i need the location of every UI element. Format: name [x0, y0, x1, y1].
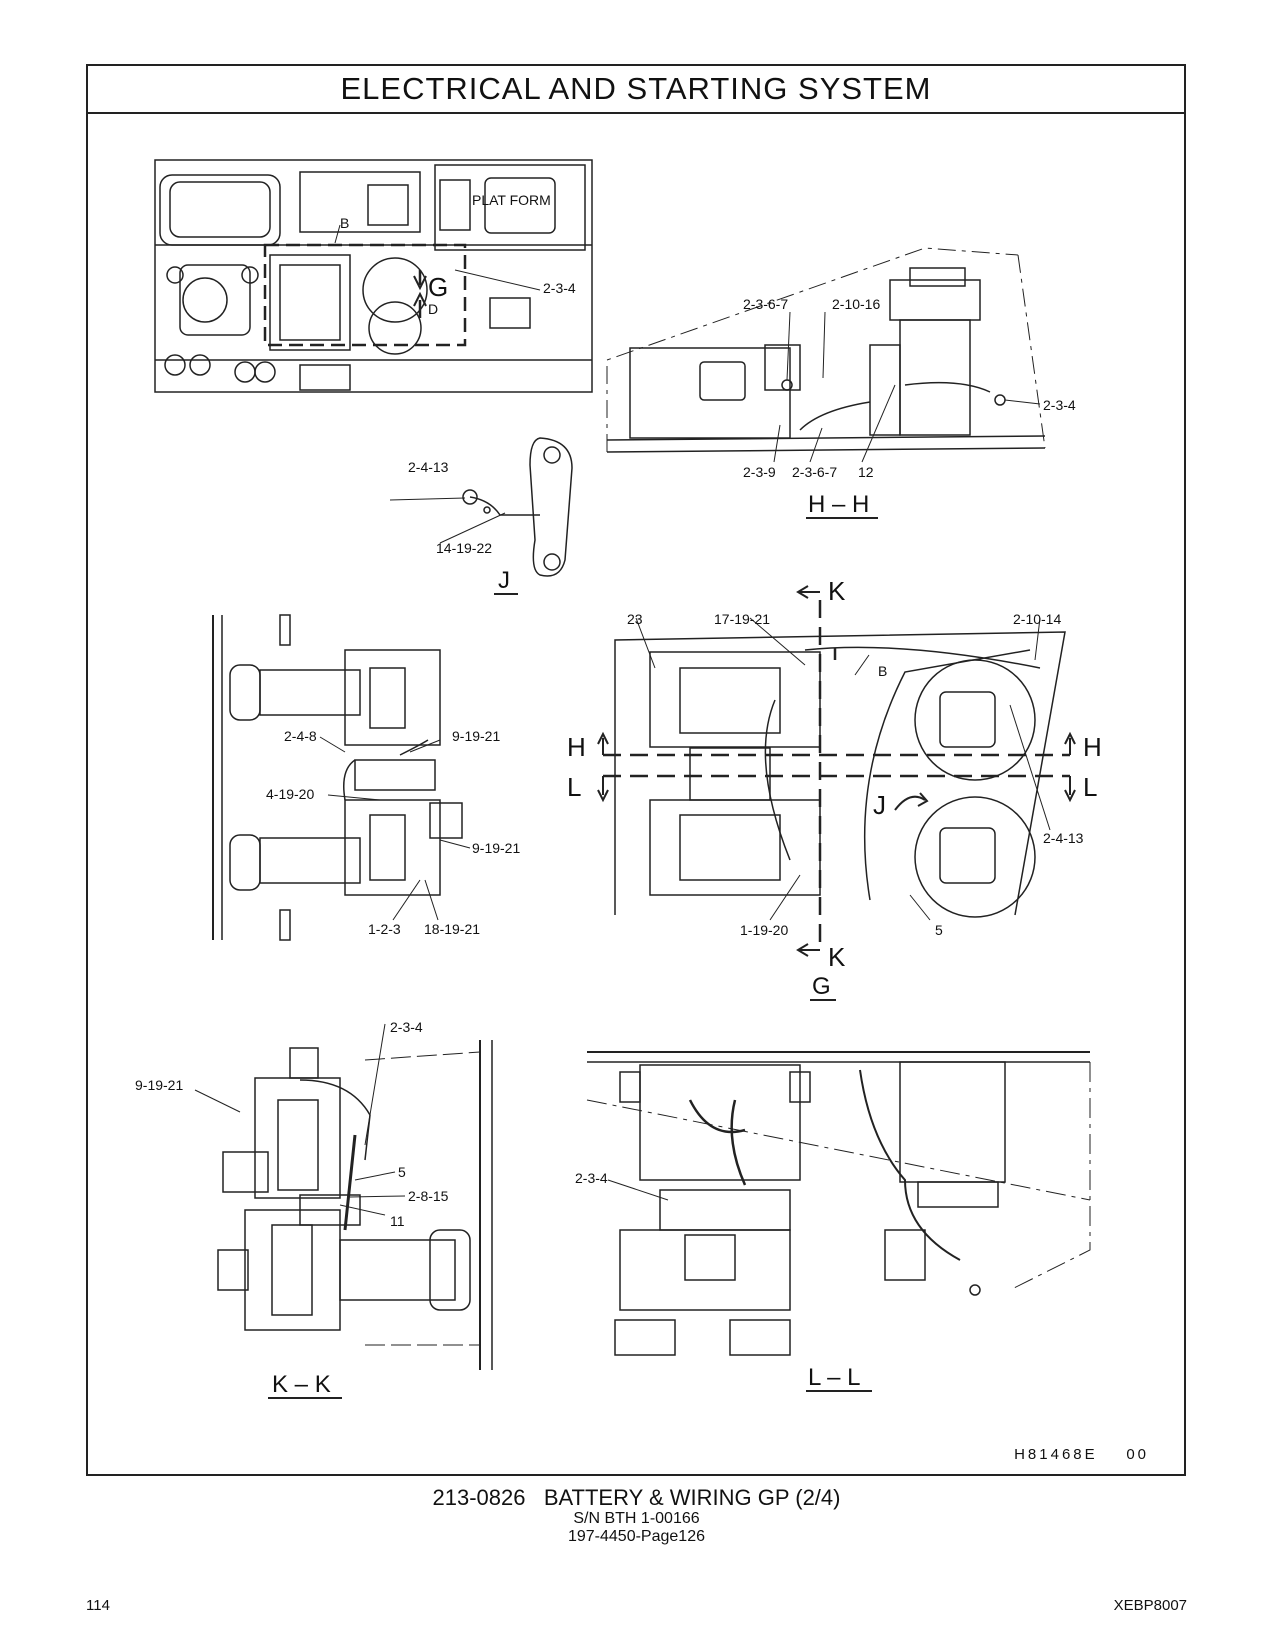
section-hh-view: 2-3-6-7 2-10-16 2-3-4 2-3-9 2-3-6-7 12 H… [606, 247, 1076, 519]
detail-j-view: 2-4-13 14-19-22 J [389, 437, 573, 595]
view-title-j: J [498, 567, 510, 594]
label-2-10-16: 2-10-16 [832, 296, 880, 312]
label-2-4-13-j: 2-4-13 [408, 459, 449, 475]
label-2-3-4-ll: 2-3-4 [575, 1170, 608, 1186]
label-h-left: H [567, 732, 586, 762]
label-2-4-8: 2-4-8 [284, 728, 317, 744]
label-12: 12 [858, 464, 874, 480]
label-2-3-4-kk: 2-3-4 [390, 1019, 423, 1035]
section-kk-view: 2-3-4 9-19-21 5 2-8-15 11 K – K [135, 1019, 493, 1399]
caption-page-ref: 197-4450-Page126 [567, 1528, 705, 1545]
section-ll-view: 2-3-4 L – L [575, 1051, 1091, 1392]
label-h-right: H [1083, 732, 1102, 762]
label-2-10-14: 2-10-14 [1013, 611, 1061, 627]
platform-view: PLAT FORM B G D 2-3-4 [154, 159, 593, 393]
view-title-ll: L – L [808, 1364, 861, 1391]
view-title-g: G [812, 973, 831, 1000]
label-2-3-9: 2-3-9 [743, 464, 776, 480]
label-j-marker: J [873, 790, 886, 820]
caption-serial: S/N BTH 1-00166 [573, 1510, 700, 1527]
label-k-top: K [828, 576, 846, 606]
label-9-19-21-kk: 9-19-21 [135, 1077, 183, 1093]
label-9-19-21-upper: 9-19-21 [452, 728, 500, 744]
caption-part-title: 213-0826 BATTERY & WIRING GP (2/4) [432, 1485, 841, 1510]
view-g: 23 17-19-21 2-10-14 B H H L L J 2-4-13 1… [567, 576, 1102, 1001]
valve-side-view: 2-4-8 9-19-21 4-19-20 9-19-21 1-2-3 18-1… [212, 614, 520, 941]
label-2-3-4-hh: 2-3-4 [1043, 397, 1076, 413]
label-b-g: B [878, 663, 887, 679]
drawing-frame: ELECTRICAL AND STARTING SYSTEM [86, 64, 1186, 1476]
label-18-19-21: 18-19-21 [424, 921, 480, 937]
view-title-kk: K – K [272, 1371, 331, 1398]
label-2-4-13-g: 2-4-13 [1043, 830, 1084, 846]
page-title: ELECTRICAL AND STARTING SYSTEM [340, 71, 932, 106]
label-l-left: L [567, 772, 581, 802]
label-17-19-21: 17-19-21 [714, 611, 770, 627]
label-2-3-4-top: 2-3-4 [543, 280, 576, 296]
label-1-2-3: 1-2-3 [368, 921, 401, 937]
document-id: XEBP8007 [1113, 1597, 1187, 1614]
label-k-bottom: K [828, 942, 846, 972]
label-1-19-20: 1-19-20 [740, 922, 788, 938]
title-bar: ELECTRICAL AND STARTING SYSTEM [88, 66, 1184, 114]
label-5-kk: 5 [398, 1164, 406, 1180]
label-14-19-22: 14-19-22 [436, 540, 492, 556]
label-l-right: L [1083, 772, 1097, 802]
label-11: 11 [390, 1213, 405, 1229]
view-title-hh: H – H [808, 491, 869, 518]
label-2-8-15: 2-8-15 [408, 1188, 449, 1204]
label-23: 23 [627, 611, 643, 627]
drawing-reference: H81468E 00 [1014, 1446, 1149, 1463]
label-5-g: 5 [935, 922, 943, 938]
label-4-19-20: 4-19-20 [266, 786, 314, 802]
label-plat-form: PLAT FORM [472, 192, 551, 208]
label-2-3-6-7-bottom: 2-3-6-7 [792, 464, 837, 480]
label-g-marker: G [428, 272, 448, 302]
page-number: 114 [86, 1597, 110, 1614]
label-b: B [340, 215, 349, 231]
label-d: D [428, 301, 438, 317]
label-9-19-21-lower: 9-19-21 [472, 840, 520, 856]
label-2-3-6-7-top: 2-3-6-7 [743, 296, 788, 312]
